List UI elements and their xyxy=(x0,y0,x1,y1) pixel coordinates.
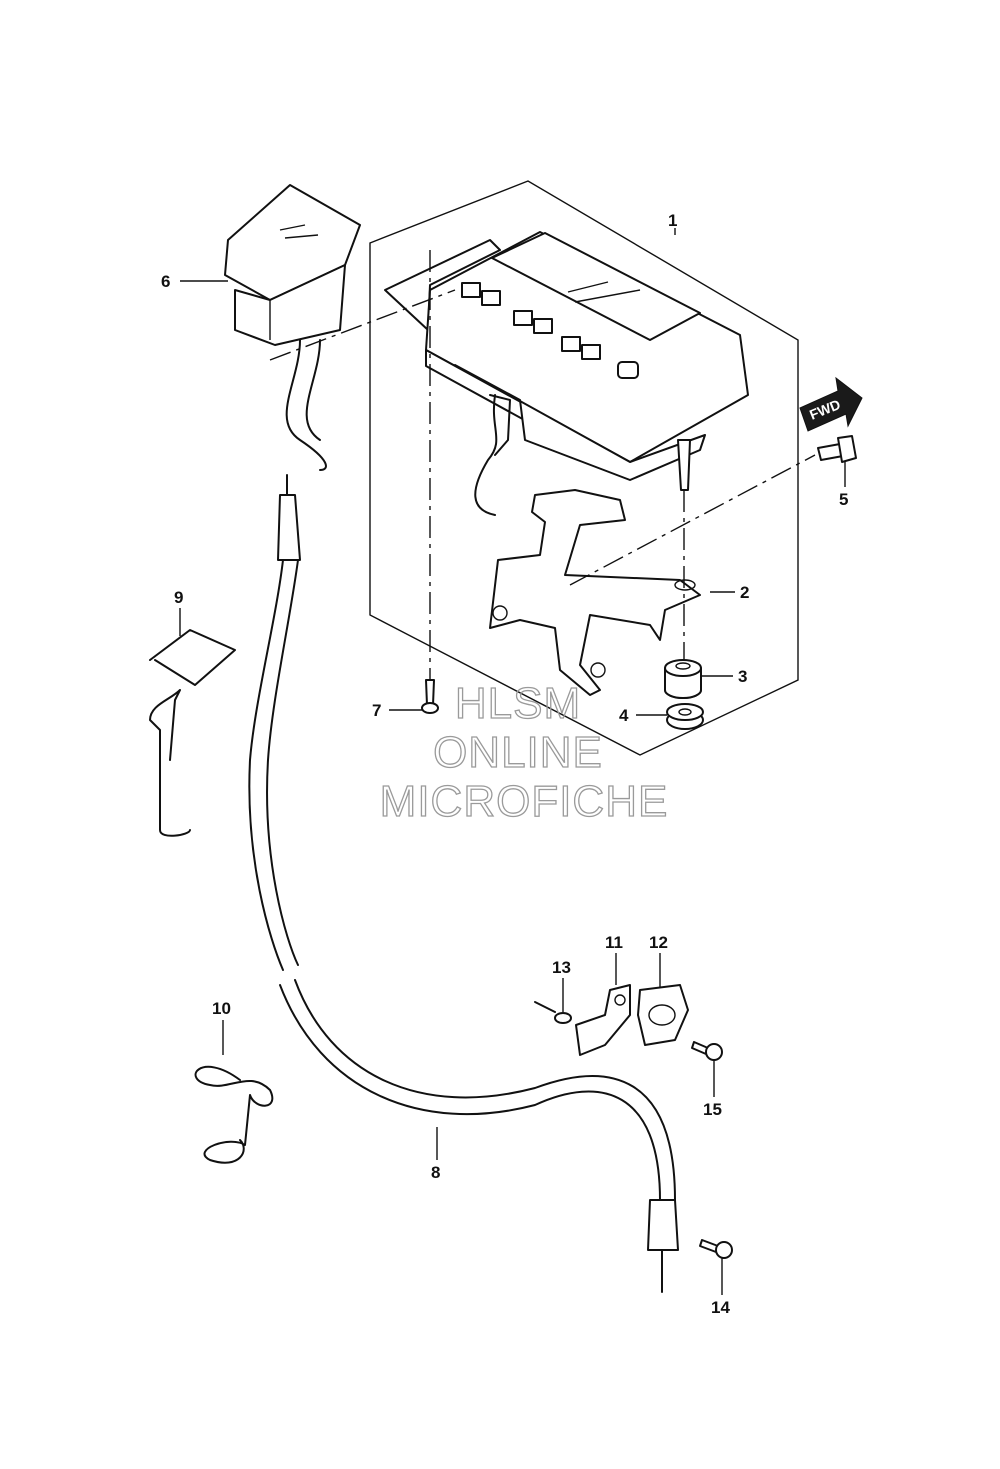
callout-6: 6 xyxy=(161,272,170,291)
callout-5: 5 xyxy=(839,490,848,509)
leader-lines xyxy=(179,228,846,1295)
grommet xyxy=(664,659,702,699)
fwd-arrow-icon: FWD xyxy=(799,376,863,432)
callout-3: 3 xyxy=(738,667,747,686)
callout-1: 1 xyxy=(668,211,677,230)
callout-9: 9 xyxy=(174,588,183,607)
callout-11: 11 xyxy=(605,933,623,952)
bolt xyxy=(817,435,857,463)
callout-12: 12 xyxy=(649,933,668,952)
assembly-outline xyxy=(369,180,799,756)
bracket xyxy=(489,489,701,696)
speedometer-cable xyxy=(248,474,679,1293)
watermark-line-1: HLSM xyxy=(455,679,581,728)
callout-2: 2 xyxy=(740,583,749,602)
callout-4: 4 xyxy=(619,706,629,725)
screw-clamp xyxy=(691,1041,723,1061)
clamp-wire xyxy=(149,629,236,837)
alignment-line xyxy=(269,289,456,361)
callout-15: 15 xyxy=(703,1100,722,1119)
cable-clamp-plate xyxy=(575,984,631,1056)
alignment-line xyxy=(569,454,816,586)
screw xyxy=(421,679,439,714)
watermark-line-3: MICROFICHE xyxy=(380,777,669,826)
callout-14: 14 xyxy=(711,1298,730,1317)
tachometer xyxy=(224,184,361,471)
screw-lower xyxy=(699,1239,733,1259)
watermark: HLSM ONLINE MICROFICHE xyxy=(379,678,669,826)
callout-13: 13 xyxy=(552,958,571,977)
speedometer-assembly xyxy=(384,231,749,516)
callout-7: 7 xyxy=(372,701,381,720)
clamp-loop xyxy=(194,1065,274,1164)
callout-8: 8 xyxy=(431,1163,440,1182)
callout-10: 10 xyxy=(212,999,231,1018)
rivet xyxy=(534,1001,572,1024)
watermark-line-2: ONLINE xyxy=(433,728,603,777)
cable-clamp xyxy=(637,984,689,1046)
collar xyxy=(666,703,704,730)
